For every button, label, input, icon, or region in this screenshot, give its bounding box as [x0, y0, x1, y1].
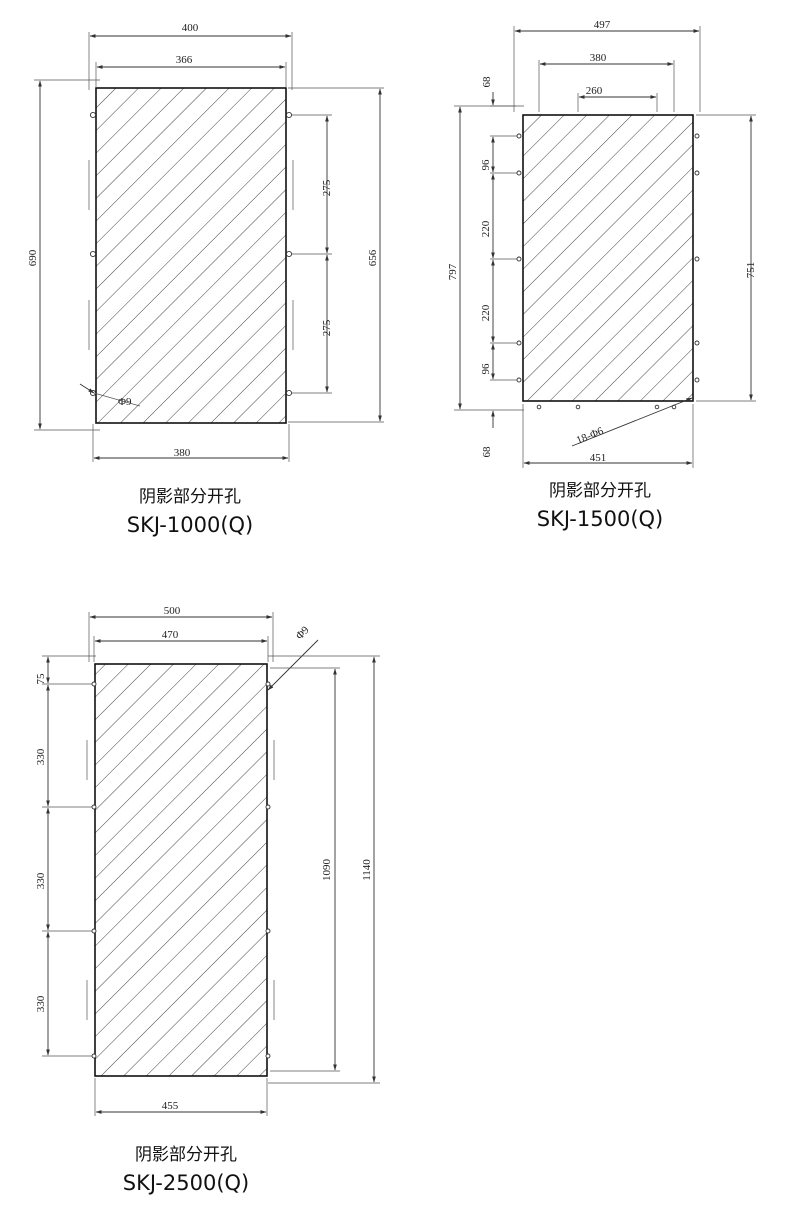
- skj1500-mount-hole: [516, 377, 522, 383]
- skj1500-mount-hole: [516, 133, 522, 139]
- skj1500-mount-hole: [694, 133, 700, 139]
- skj2500-dim-bottom: 455: [162, 1100, 179, 1112]
- skj1000-dim-spacing-upper: 275: [321, 179, 333, 196]
- skj1500-caption-subtitle: 阴影部分开孔: [549, 481, 651, 501]
- skj1500-dim-top-outer: 497: [594, 19, 611, 31]
- skj1000-caption-model: SKJ-1000(Q): [126, 513, 254, 537]
- skj1000-mount-hole: [89, 250, 97, 258]
- skj1000-caption-subtitle: 阴影部分开孔: [139, 487, 241, 507]
- skj1500-dim-left-96-top: 96: [480, 159, 492, 171]
- skj2500-mount-hole: [91, 804, 97, 810]
- skj1000-dim-top-inner: 366: [176, 54, 193, 66]
- skj2500-caption-subtitle: 阴影部分开孔: [135, 1145, 237, 1165]
- skj1500-mount-hole: [516, 170, 522, 176]
- skj2500-mount-hole: [265, 804, 271, 810]
- skj1000-mount-hole: [89, 111, 97, 119]
- skj2500-caption-model: SKJ-2500(Q): [122, 1171, 250, 1195]
- skj2500-dim-inner-height: 1090: [321, 859, 333, 882]
- skj1500-drawing: 497 380 260 68 797 96 220 220 96: [447, 19, 757, 468]
- skj1500-mount-hole: [516, 256, 522, 262]
- skj2500-mount-hole: [91, 681, 97, 687]
- skj1500-dim-left-96-bottom: 96: [480, 363, 492, 375]
- skj1000-dim-hole: Φ9: [118, 396, 132, 408]
- skj1500-mount-hole: [694, 256, 700, 262]
- skj2500-mount-hole: [265, 1053, 271, 1059]
- skj2500-dim-left-330-c: 330: [35, 995, 47, 1012]
- skj1500-dim-top-inner: 260: [586, 85, 603, 97]
- skj1500-cutout-panel: [522, 114, 694, 402]
- skj1000-dim-top-outer: 400: [182, 22, 199, 34]
- skj2500-mount-hole: [265, 681, 271, 687]
- skj2500-dim-top-outer: 500: [164, 605, 181, 617]
- skj1000-dim-right-height: 656: [367, 249, 379, 266]
- skj2500-mount-hole: [265, 928, 271, 934]
- skj2500-mount-hole: [91, 928, 97, 934]
- skj1500-mount-hole: [694, 170, 700, 176]
- skj1000-dim-bottom: 380: [174, 447, 191, 459]
- skj2500-caption: 阴影部分开孔 SKJ-2500(Q): [66, 1140, 306, 1195]
- skj1000-mount-hole: [285, 250, 293, 258]
- skj1500-dim-hole: 18-Φ6: [575, 425, 606, 447]
- skj2500-dim-left-330-a: 330: [35, 748, 47, 765]
- skj1500-mount-hole: [575, 404, 581, 410]
- skj1500-mount-hole: [516, 340, 522, 346]
- skj1000-drawing: 400 366 690 656 275 275: [27, 22, 384, 462]
- skj2500-dim-left-75: 75: [35, 673, 47, 685]
- skj1000-caption: 阴影部分开孔 SKJ-1000(Q): [70, 482, 310, 537]
- skj1500-dim-bottom: 451: [590, 452, 607, 464]
- skj1500-dim-right-height: 751: [745, 262, 757, 279]
- skj2500-dim-outer-height: 1140: [361, 859, 373, 881]
- skj1500-caption-model: SKJ-1500(Q): [536, 507, 664, 531]
- skj1000-dim-left-height: 690: [27, 249, 39, 266]
- skj1500-mount-hole: [694, 340, 700, 346]
- skj2500-dim-left-330-b: 330: [35, 872, 47, 889]
- skj2500-dim-hole: Φ9: [294, 624, 312, 642]
- skj1000-dim-spacing-lower: 275: [321, 319, 333, 336]
- skj1500-dim-top-offset: 68: [481, 76, 493, 88]
- skj1000-mount-hole: [285, 111, 293, 119]
- skj1500-dim-top-mid: 380: [590, 52, 607, 64]
- skj1500-dim-left-220-lower: 220: [480, 304, 492, 321]
- skj1500-mount-hole: [694, 377, 700, 383]
- skj1500-mount-hole: [536, 404, 542, 410]
- skj2500-mount-hole: [91, 1053, 97, 1059]
- skj1000-cutout-panel: [95, 87, 287, 424]
- skj1000-mount-hole: [285, 389, 293, 397]
- skj1500-mount-hole: [654, 404, 660, 410]
- skj1500-dim-left-total: 797: [447, 263, 459, 280]
- skj2500-drawing: 500 470 Φ9 75 330 330 330 1090 1140: [35, 605, 380, 1116]
- skj1500-dim-left-220-upper: 220: [480, 220, 492, 237]
- skj1500-caption: 阴影部分开孔 SKJ-1500(Q): [480, 476, 720, 531]
- skj2500-dim-top-inner: 470: [162, 629, 179, 641]
- skj1500-dim-bottom-offset: 68: [481, 446, 493, 458]
- skj2500-cutout-panel: [94, 663, 268, 1077]
